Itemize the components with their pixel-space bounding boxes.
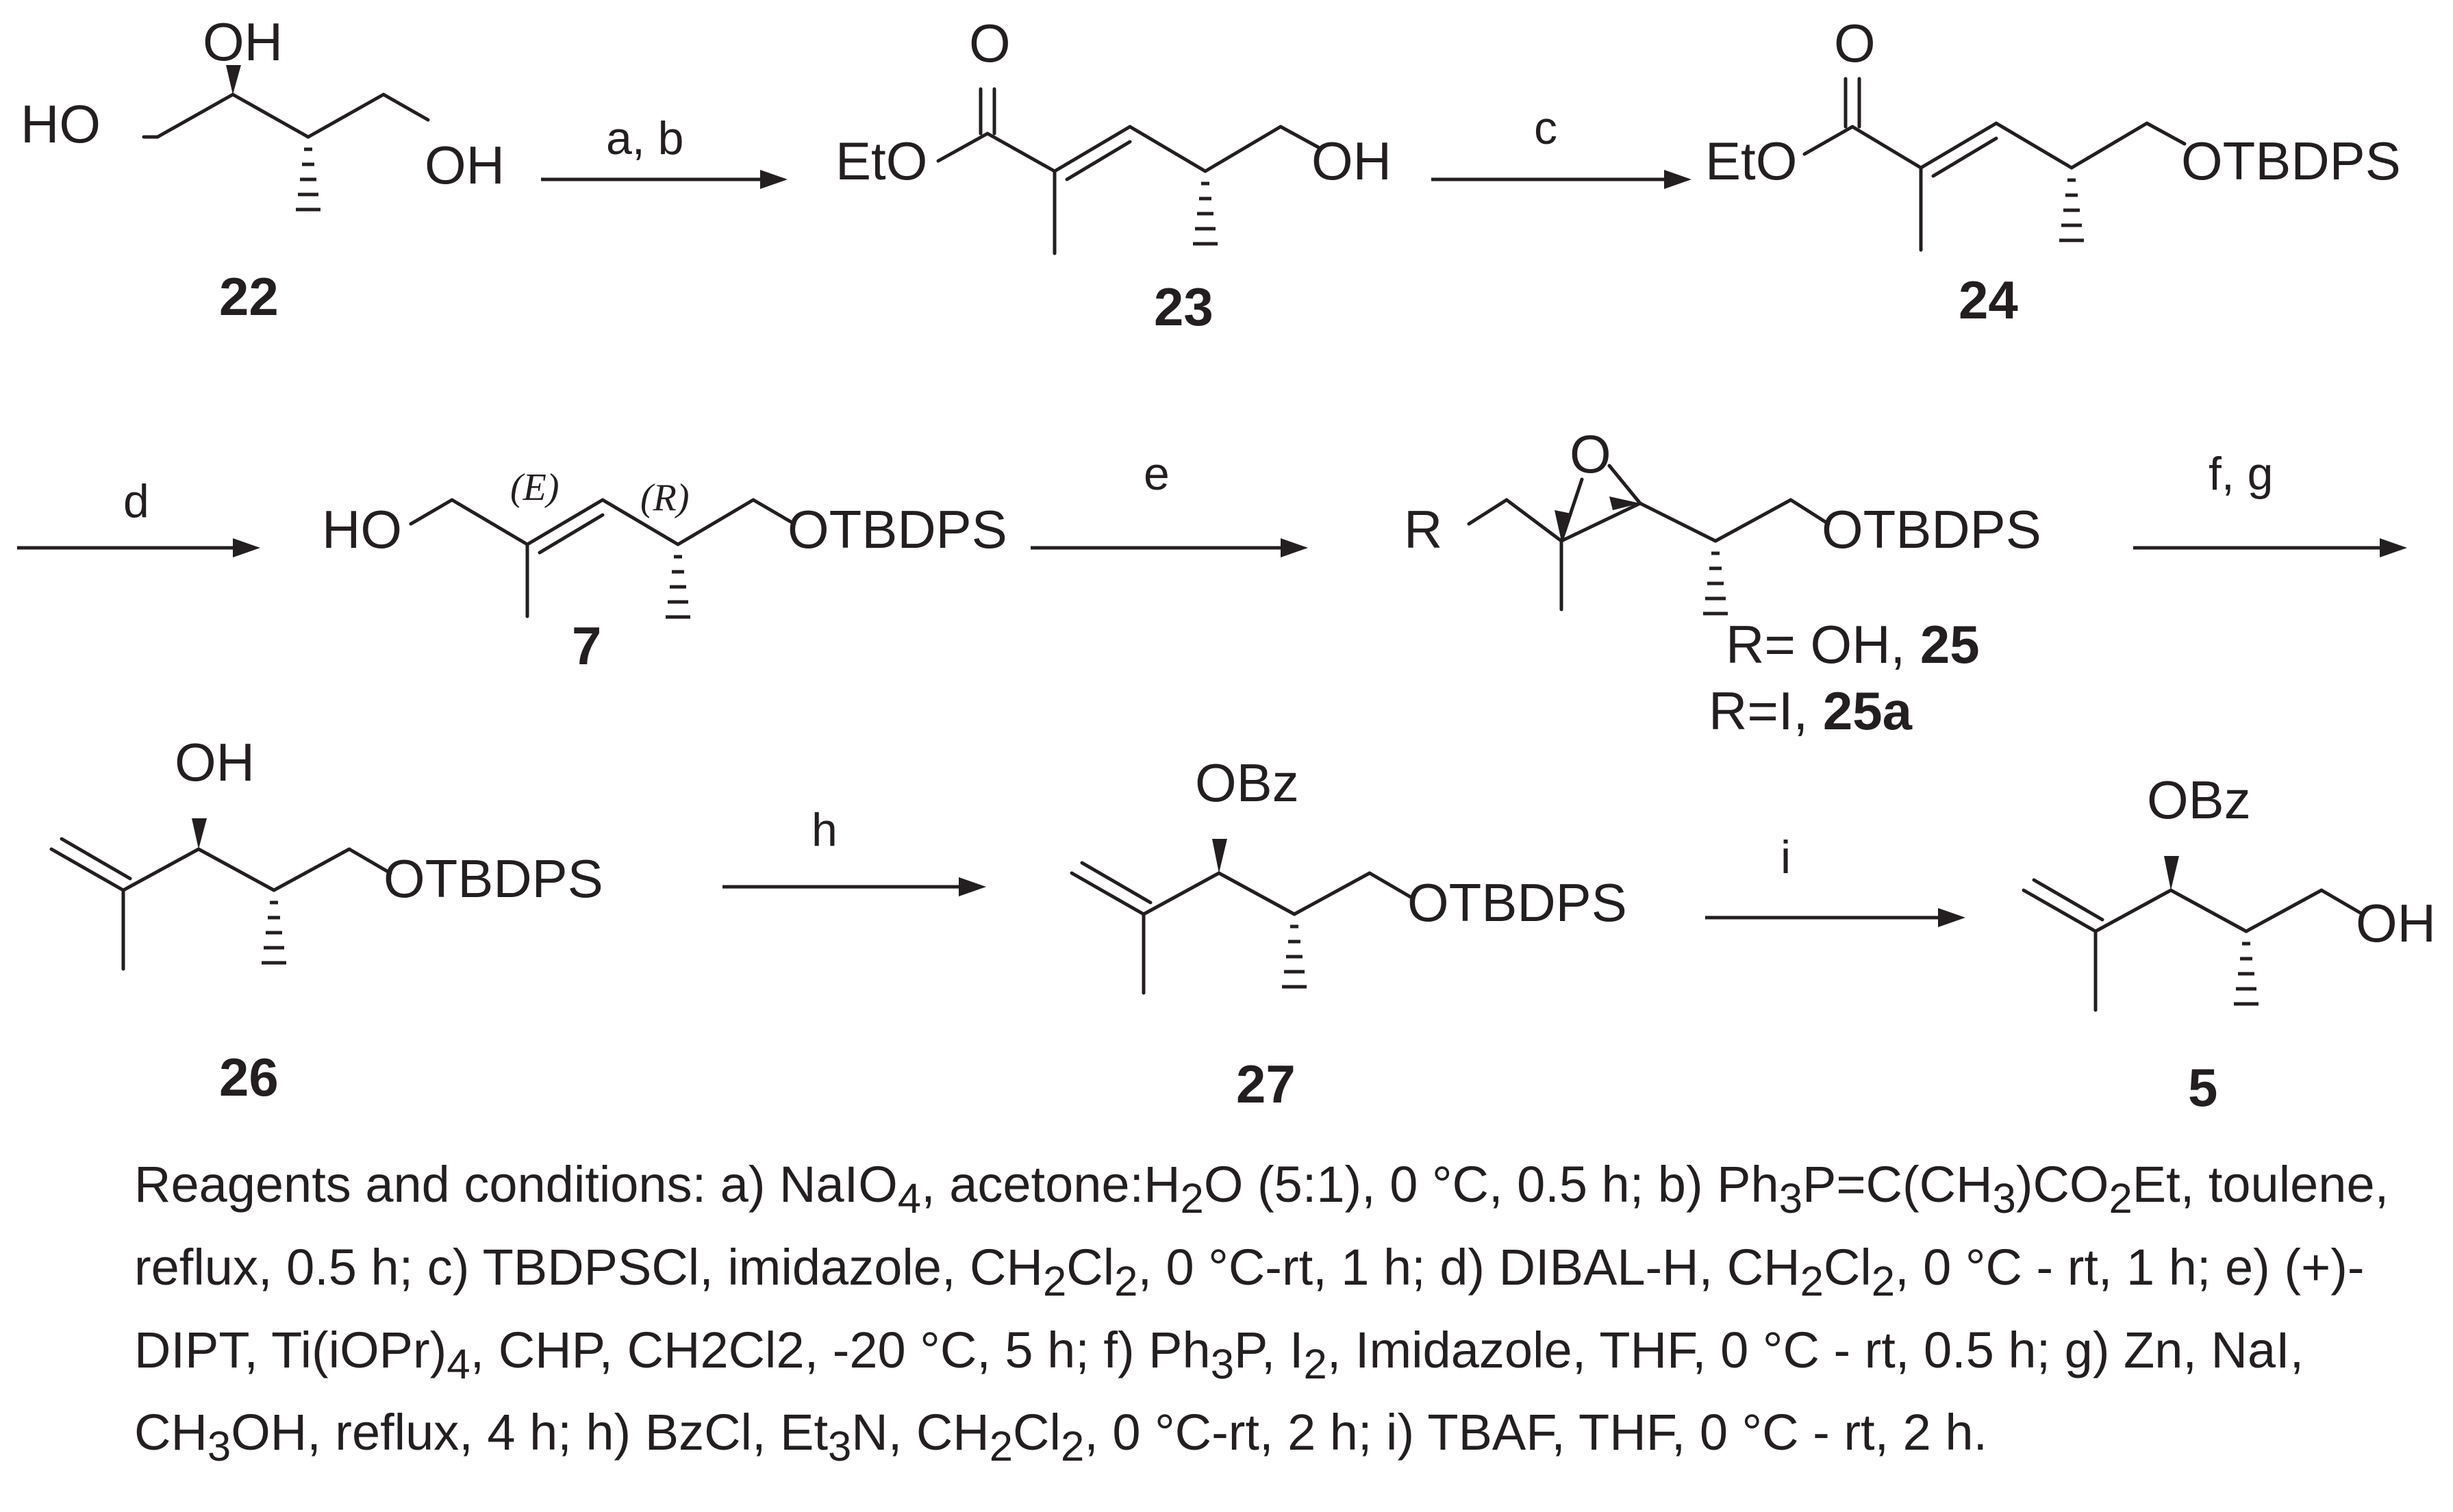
wedge-bond xyxy=(1609,496,1640,510)
stereo-descriptor-e: (E) xyxy=(510,466,559,509)
compound-5: OBz OH 5 xyxy=(2022,770,2436,1118)
reaction-scheme: OH HO OH 22 a, b O EtO OH 23 xyxy=(17,12,2436,1118)
hash-bond xyxy=(296,147,320,212)
otbdps-label: OTBDPS xyxy=(788,499,1007,559)
arrow-condition-label: c xyxy=(1534,102,1557,154)
arrow-condition-label: e xyxy=(1144,448,1170,500)
compound-22: OH HO OH 22 xyxy=(21,12,505,327)
reaction-arrow-d: d xyxy=(17,475,260,557)
compound-23: O EtO OH 23 xyxy=(835,13,1392,337)
reaction-arrow-c: c xyxy=(1431,102,1691,189)
arrow-condition-label: h xyxy=(812,804,838,856)
reaction-arrow-h: h xyxy=(722,804,986,896)
arrow-condition-label: d xyxy=(123,475,149,527)
arrow-condition-label: a, b xyxy=(606,112,683,164)
oh-label: OH xyxy=(1311,131,1392,191)
stereo-descriptor-r: (R) xyxy=(640,477,690,519)
oh-label: OH xyxy=(203,12,283,72)
compound-number: 24 xyxy=(1959,270,2018,330)
oh-label: OH xyxy=(425,135,505,195)
compound-26: OH OTBDPS 26 xyxy=(49,732,603,1107)
otbdps-label: OTBDPS xyxy=(1822,499,2041,559)
carbonyl-o-label: O xyxy=(969,13,1011,73)
wedge-bond xyxy=(1555,510,1572,541)
compound-25: R O OTBDPS R= OH, 25 R=I, 25a xyxy=(1404,424,2041,741)
otbdps-label: OTBDPS xyxy=(383,848,603,909)
ho-label: HO xyxy=(21,94,101,154)
ho-label: HO xyxy=(322,499,402,559)
otbdps-label: OTBDPS xyxy=(2181,131,2401,191)
compound-number: 5 xyxy=(2188,1057,2217,1118)
otbdps-label: OTBDPS xyxy=(1407,872,1627,933)
reaction-arrow-fg: f, g xyxy=(2133,448,2407,557)
hash-bond xyxy=(1282,924,1307,989)
obz-label: OBz xyxy=(1195,753,1299,813)
oh-label: OH xyxy=(2356,893,2436,953)
hash-bond xyxy=(2234,942,2259,1006)
r-definition-25a: R=I, 25a xyxy=(1709,681,1913,741)
wedge-bond xyxy=(226,65,241,94)
hash-bond xyxy=(666,555,690,619)
compound-number: 7 xyxy=(572,616,601,676)
reagents-and-conditions-footnote: Reagents and conditions: a) NaIO4, aceto… xyxy=(134,1156,2389,1471)
reaction-arrow-i: i xyxy=(1705,831,1965,927)
epoxide-o-label: O xyxy=(1570,424,1611,484)
carbonyl-o-label: O xyxy=(1834,13,1876,73)
reaction-arrow-e: e xyxy=(1031,448,1308,557)
eto-label: EtO xyxy=(1705,131,1797,191)
compound-27: OBz OTBDPS 27 xyxy=(1070,753,1627,1114)
reaction-arrow-ab: a, b xyxy=(541,112,788,189)
compound-number: 23 xyxy=(1154,277,1213,337)
hash-bond xyxy=(262,900,286,965)
hash-bond xyxy=(1703,551,1728,616)
hash-bond xyxy=(2059,178,2084,242)
wedge-bond xyxy=(192,818,207,849)
wedge-bond xyxy=(1212,839,1227,873)
compound-24: O EtO OTBDPS 24 xyxy=(1705,13,2401,330)
arrow-condition-label: f, g xyxy=(2209,448,2274,500)
r-definition-25: R= OH, 25 xyxy=(1726,614,1980,675)
wedge-bond xyxy=(2164,856,2179,890)
compound-number: 27 xyxy=(1236,1054,1296,1114)
eto-label: EtO xyxy=(835,131,927,191)
r-group-label: R xyxy=(1404,499,1442,559)
hash-bond xyxy=(1193,181,1218,246)
compound-7: HO OTBDPS (E) (R) 7 xyxy=(322,466,1007,676)
obz-label: OBz xyxy=(2147,770,2251,830)
compound-number: 26 xyxy=(219,1047,279,1107)
arrow-condition-label: i xyxy=(1781,831,1791,883)
oh-label: OH xyxy=(175,732,255,792)
compound-number: 22 xyxy=(219,266,279,327)
